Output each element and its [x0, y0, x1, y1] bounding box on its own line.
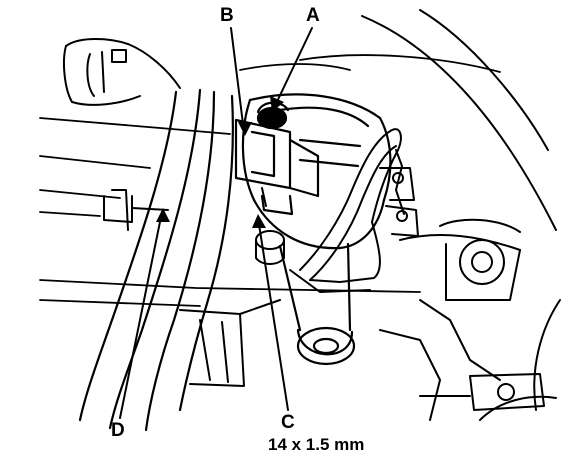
central-housing — [241, 93, 392, 250]
pipe-stub-top-left — [63, 38, 181, 106]
callout-a: A — [306, 5, 320, 26]
fastener-spec-label: 14 x 1.5 mm — [268, 435, 365, 454]
callout-c: C — [281, 412, 295, 433]
coolant-hoses — [78, 88, 234, 432]
leader-c — [257, 217, 289, 411]
arrowhead-a — [270, 96, 284, 112]
bottom-clamp — [419, 373, 545, 411]
bolt-c — [255, 187, 285, 265]
leader-d — [119, 211, 163, 419]
metal-tube — [289, 128, 419, 293]
arrowhead-b — [238, 122, 252, 136]
leader-a — [273, 27, 313, 109]
hose-bracket — [103, 189, 169, 231]
callout-d: D — [111, 420, 125, 441]
leader-b — [230, 27, 245, 133]
hose-connector — [234, 101, 320, 216]
engine-mount — [439, 218, 521, 301]
arrowhead-c — [252, 214, 266, 228]
frame-rails — [39, 54, 501, 307]
engine-housing — [361, 9, 561, 421]
arrowhead-d — [156, 208, 170, 222]
lower-block — [179, 299, 281, 387]
lower-canister — [278, 242, 356, 366]
leader-lines — [119, 27, 313, 419]
callout-b: B — [220, 5, 234, 26]
